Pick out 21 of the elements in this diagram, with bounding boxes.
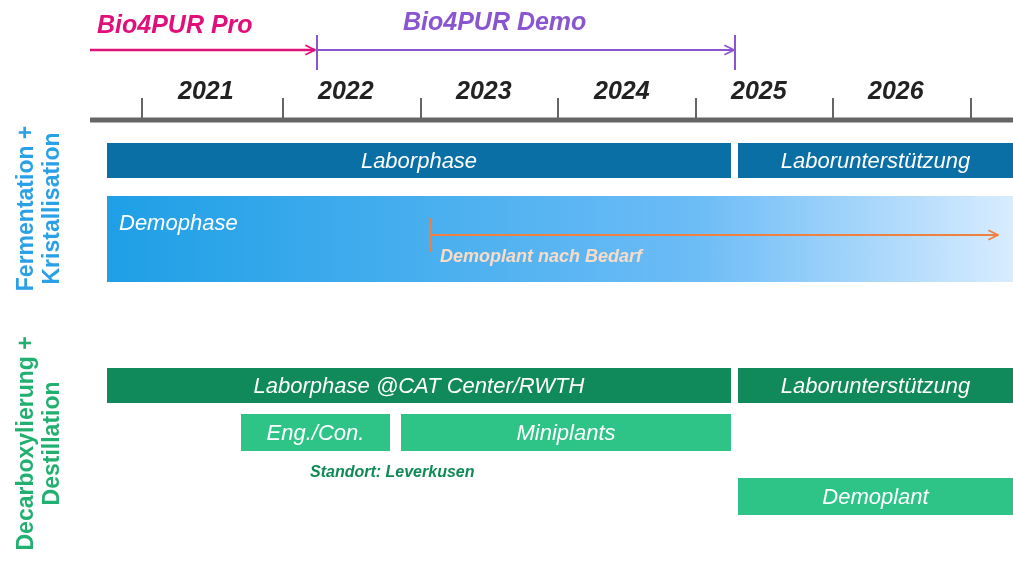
phase-bar: Laborphase @CAT Center/RWTH <box>107 368 731 403</box>
project-label: Bio4PUR Demo <box>403 7 587 36</box>
year-label: 2023 <box>456 76 512 105</box>
phase-bar: Eng./Con. <box>241 414 390 451</box>
phase-bar: Miniplants <box>401 414 731 451</box>
row-heading: Fermentation + Kristallisation <box>11 124 65 294</box>
project-label: Bio4PUR Pro <box>97 10 253 39</box>
note: Standort: Leverkusen <box>310 463 475 481</box>
year-label: 2025 <box>731 76 787 105</box>
phase-bar: Demoplant <box>738 478 1013 515</box>
year-label: 2022 <box>318 76 374 105</box>
row-heading: Decarboxylierung + Destillation <box>11 335 65 553</box>
year-label: 2026 <box>868 76 924 105</box>
bar-label: Demophase <box>119 210 238 236</box>
arrow-label: Demoplant nach Bedarf <box>440 246 643 267</box>
phase-bar: Laborunterstützung <box>738 368 1013 403</box>
phase-bar: Laborphase <box>107 143 731 178</box>
phase-bar <box>107 196 1013 282</box>
year-label: 2021 <box>178 76 234 105</box>
year-label: 2024 <box>594 76 650 105</box>
phase-bar: Laborunterstützung <box>738 143 1013 178</box>
